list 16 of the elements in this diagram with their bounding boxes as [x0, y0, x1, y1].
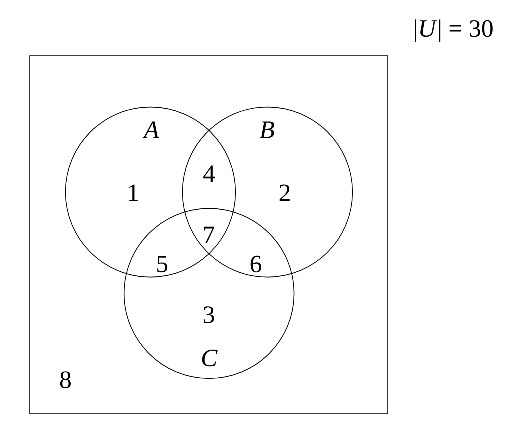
- set-circle: [124, 208, 295, 380]
- set-label: B: [260, 122, 274, 138]
- set-label: A: [142, 122, 160, 138]
- universe-rectangle: [30, 56, 388, 414]
- region-number: 5: [158, 256, 168, 273]
- region-number: 8: [60, 372, 71, 388]
- region-number: 4: [204, 166, 216, 182]
- set-size-formula: |U| = 30: [415, 20, 493, 42]
- region-number: 1: [129, 184, 138, 202]
- set-circle: [65, 106, 236, 278]
- region-number: 3: [204, 306, 214, 324]
- set-circle: [182, 106, 354, 278]
- set-label: C: [202, 350, 218, 367]
- region-number: 7: [204, 226, 215, 244]
- region-number: 6: [250, 256, 262, 273]
- region-number: 2: [280, 184, 290, 202]
